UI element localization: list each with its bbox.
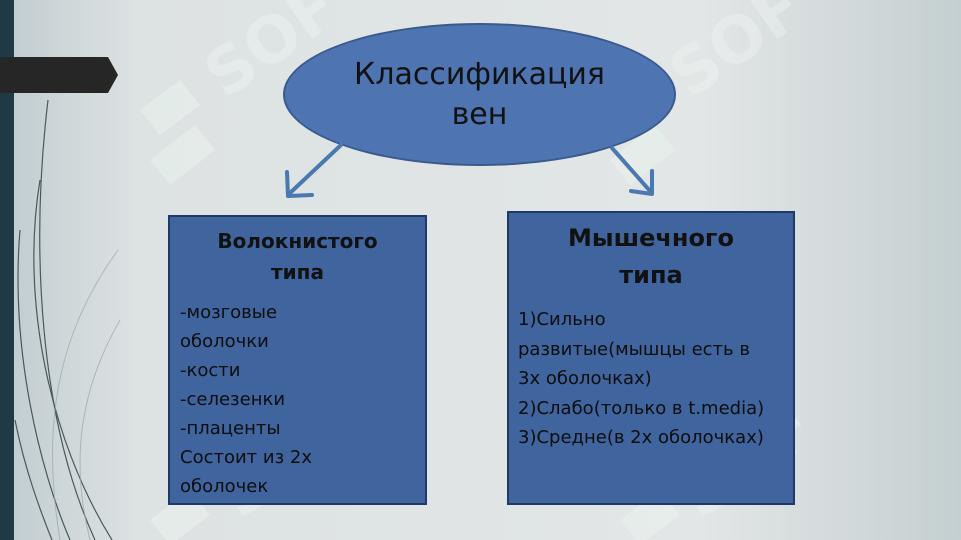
muscular-type-title: Мышечного типа xyxy=(507,220,795,294)
list-item: -кости xyxy=(180,360,241,381)
list-item: -селезенки xyxy=(180,389,286,410)
left-accent-strip xyxy=(0,0,14,540)
title-tab xyxy=(0,57,118,93)
list-item: 1)Сильно xyxy=(518,309,606,330)
list-item: оболочек xyxy=(180,476,269,497)
fibrous-type-list: -мозговые оболочки -кости -селезенки -пл… xyxy=(180,298,312,501)
center-node-label-line1: Классификация xyxy=(354,57,605,92)
fibrous-type-box xyxy=(168,215,427,505)
list-item: -плаценты xyxy=(180,418,281,439)
center-node-label-line2: вен xyxy=(451,97,508,132)
fibrous-type-title: Волокнистого типа xyxy=(168,226,427,288)
center-node xyxy=(283,23,676,166)
list-item: 3х оболочках) xyxy=(518,368,652,389)
list-item: -мозговые xyxy=(180,302,278,323)
arrow-to-left-box xyxy=(285,143,343,198)
muscular-title-line2: типа xyxy=(619,261,683,289)
arrow-to-right-box xyxy=(610,146,654,196)
list-item: развитые(мышцы есть в xyxy=(518,338,750,360)
muscular-title-line1: Мышечного xyxy=(568,224,734,252)
list-item: 2)Слабо(только в t.media) xyxy=(518,397,765,419)
muscular-type-list: 1)Сильно развитые(мышцы есть в 3х оболоч… xyxy=(518,305,764,453)
muscular-type-box xyxy=(507,211,795,505)
list-item: 3)Средне(в 2х оболочках) xyxy=(518,427,764,448)
center-node-label: Классификация вен xyxy=(283,55,676,135)
fibrous-title-line2: типа xyxy=(271,260,324,284)
list-item: оболочки xyxy=(180,331,269,352)
fibrous-title-line1: Волокнистого xyxy=(217,229,378,253)
list-item: Состоит из 2х xyxy=(180,447,312,468)
